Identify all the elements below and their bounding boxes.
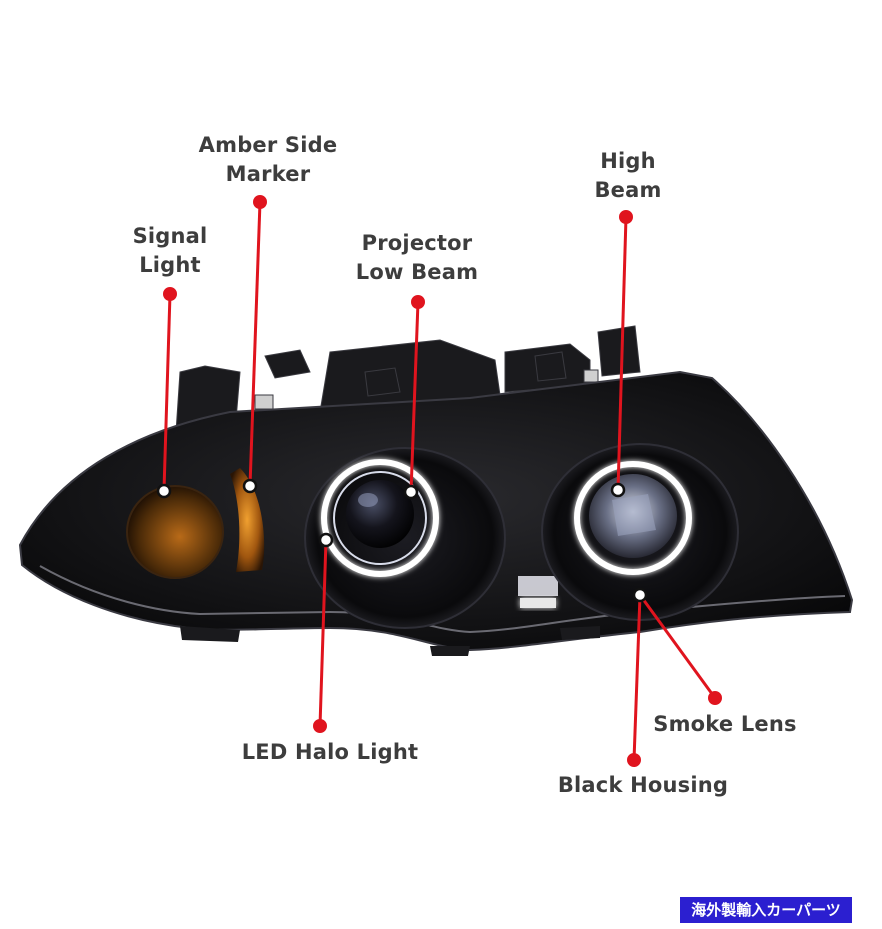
label-amber-side-marker-line1: Amber Side	[198, 133, 338, 157]
label-high-beam-line1: High	[600, 149, 656, 173]
amber-side-marker-lens	[230, 468, 265, 572]
label-amber-side-marker: Amber Side Marker	[188, 131, 348, 189]
label-signal-light-line2: Light	[139, 253, 201, 277]
label-signal-light-line1: Signal	[132, 224, 208, 248]
watermark-badge: 海外製輸入カーパーツ	[680, 897, 852, 923]
label-smoke-lens: Smoke Lens	[653, 712, 797, 736]
label-black-housing: Black Housing	[557, 773, 729, 797]
label-led-halo-light: LED Halo Light	[241, 740, 419, 764]
callout-points	[156, 478, 648, 603]
label-projector-low-beam: Projector Low Beam	[332, 229, 502, 287]
label-high-beam-line2: Beam	[594, 178, 662, 202]
label-signal-light: Signal Light	[110, 222, 230, 280]
callout-lines	[162, 195, 722, 767]
label-high-beam: High Beam	[578, 147, 678, 205]
projector-lens	[346, 480, 414, 548]
label-projector-low-beam-line2: Low Beam	[355, 260, 479, 284]
projector-bowl	[304, 447, 506, 629]
mounting-brackets	[175, 325, 641, 433]
label-amber-side-marker-line2: Marker	[225, 162, 311, 186]
label-projector-low-beam-line1: Projector	[361, 231, 473, 255]
signal-lens	[126, 485, 224, 579]
